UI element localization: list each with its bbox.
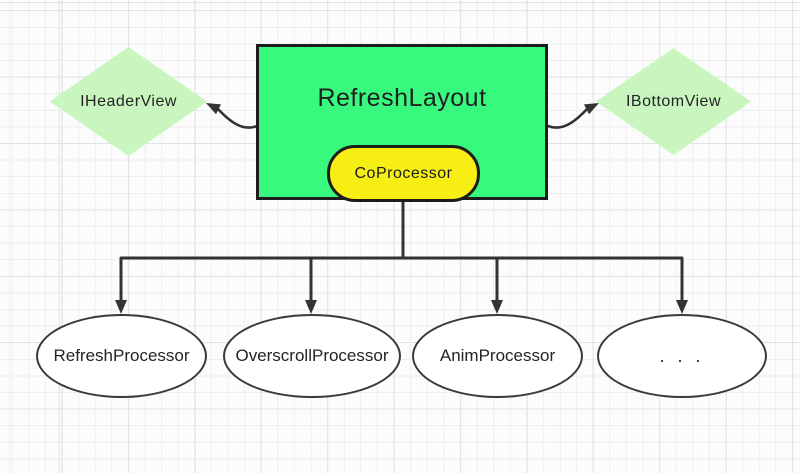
animprocessor-label: AnimProcessor — [439, 346, 556, 365]
arrow-to-ibottomview — [546, 107, 589, 129]
overscrollprocessor-node: OverscrollProcessor — [223, 314, 401, 398]
ibottomview-label: IBottomView — [625, 92, 722, 110]
tree-arrowhead-down-icon — [115, 300, 127, 314]
refreshlayout-label: RefreshLayout — [317, 84, 487, 112]
tree-arrowhead-down-icon — [676, 300, 688, 314]
more-processors-label: . . . — [659, 345, 705, 366]
iheaderview-label: IHeaderView — [80, 92, 177, 110]
arrowhead-right-icon — [584, 103, 599, 115]
overscrollprocessor-label: OverscrollProcessor — [235, 346, 389, 365]
arrow-to-iheaderview — [216, 107, 259, 129]
coprocessor-label: CoProcessor — [354, 164, 453, 182]
tree-arrowhead-down-icon — [305, 300, 317, 314]
more-processors-node: . . . — [597, 314, 767, 398]
animprocessor-node: AnimProcessor — [412, 314, 583, 398]
arrowhead-left-icon — [206, 103, 221, 115]
coprocessor-node: CoProcessor — [327, 145, 480, 202]
refreshprocessor-label: RefreshProcessor — [53, 346, 190, 365]
refreshprocessor-node: RefreshProcessor — [36, 314, 207, 398]
tree-arrowhead-down-icon — [491, 300, 503, 314]
tree-connector-line — [119, 199, 684, 304]
